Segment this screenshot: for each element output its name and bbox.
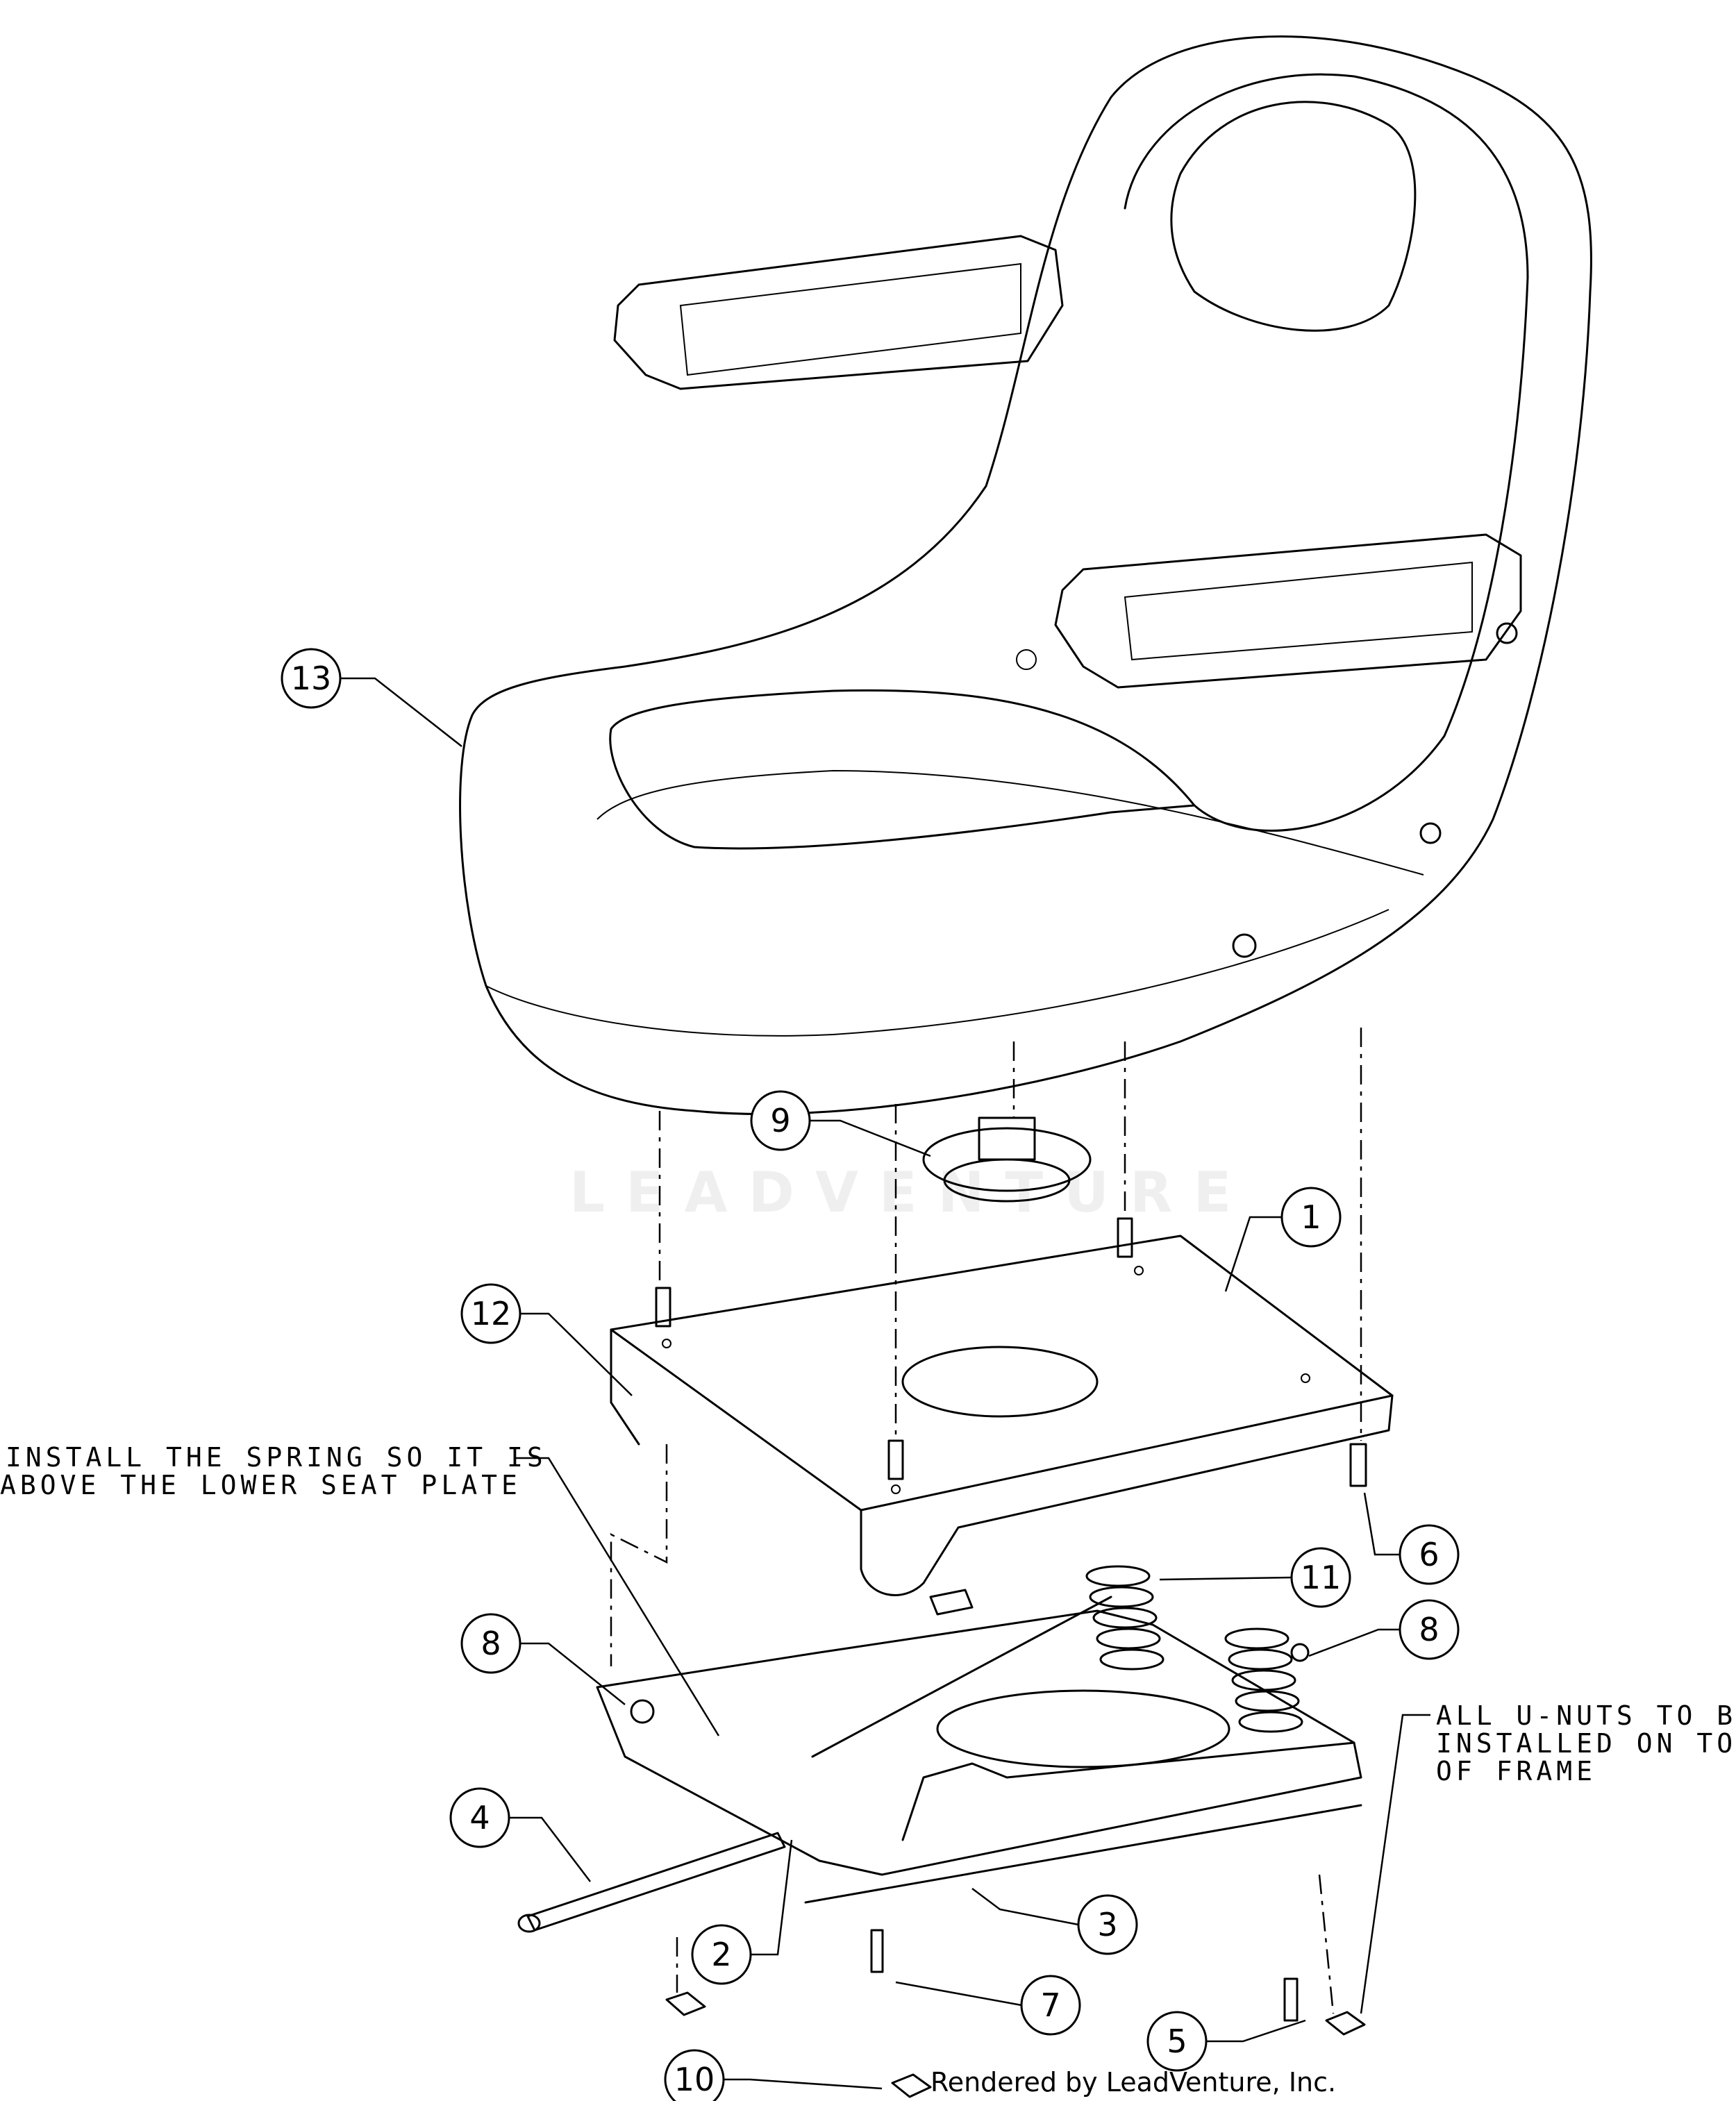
callout-3[interactable]: 3	[1077, 1894, 1138, 1955]
unut-note-line-1: ALL U-NUTS TO BE	[1436, 1700, 1736, 1731]
hardware	[665, 1929, 1366, 2098]
unut-note-line-2: INSTALLED ON TOP	[1436, 1728, 1736, 1759]
spring-note-line-2: ABOVE THE LOWER SEAT PLATE	[0, 1470, 521, 1500]
callout-11[interactable]: 11	[1290, 1547, 1351, 1608]
callout-2[interactable]: 2	[691, 1924, 752, 1985]
spring-note-line-1: INSTALL THE SPRING SO IT IS	[6, 1442, 547, 1473]
callout-6[interactable]: 6	[1399, 1524, 1460, 1585]
svg-text:7: 7	[1040, 1986, 1060, 2024]
svg-text:13: 13	[291, 660, 332, 697]
lower-slide-frame	[517, 1596, 1362, 1933]
callout-8-right[interactable]: 8	[1399, 1599, 1460, 1660]
svg-text:4: 4	[469, 1799, 490, 1836]
svg-text:6: 6	[1419, 1536, 1439, 1573]
seat	[459, 35, 1592, 1115]
watermark: LEADVENTURE	[569, 1160, 1252, 1225]
callout-13[interactable]: 13	[281, 648, 342, 709]
callout-7[interactable]: 7	[1020, 1975, 1081, 2036]
svg-text:2: 2	[711, 1936, 731, 1973]
swivel-bearing	[922, 1116, 1092, 1203]
svg-text:8: 8	[481, 1625, 501, 1662]
svg-text:3: 3	[1097, 1906, 1117, 1943]
svg-text:5: 5	[1167, 2023, 1187, 2060]
callout-12[interactable]: 12	[460, 1283, 521, 1344]
svg-text:9: 9	[770, 1102, 790, 1139]
callout-10[interactable]: 10	[664, 2049, 725, 2101]
unut-note-line-3: OF FRAME	[1436, 1756, 1596, 1786]
callout-4[interactable]: 4	[449, 1787, 510, 1848]
upper-seat-plate	[610, 1217, 1394, 1616]
callout-5[interactable]: 5	[1146, 2011, 1208, 2072]
leader-lines	[340, 677, 1430, 2090]
svg-text:11: 11	[1301, 1559, 1342, 1596]
alignment-lines	[610, 1028, 1362, 2014]
springs	[630, 1565, 1310, 1733]
callout-1[interactable]: 1	[1280, 1187, 1342, 1248]
rendered-by-credit: Rendered by LeadVenture, Inc.	[930, 2067, 1336, 2098]
svg-text:1: 1	[1301, 1198, 1321, 1236]
svg-text:12: 12	[471, 1295, 512, 1332]
callout-9[interactable]: 9	[750, 1090, 811, 1151]
svg-text:8: 8	[1419, 1611, 1439, 1648]
callout-8-left[interactable]: 8	[460, 1613, 521, 1674]
svg-text:10: 10	[674, 2061, 715, 2098]
